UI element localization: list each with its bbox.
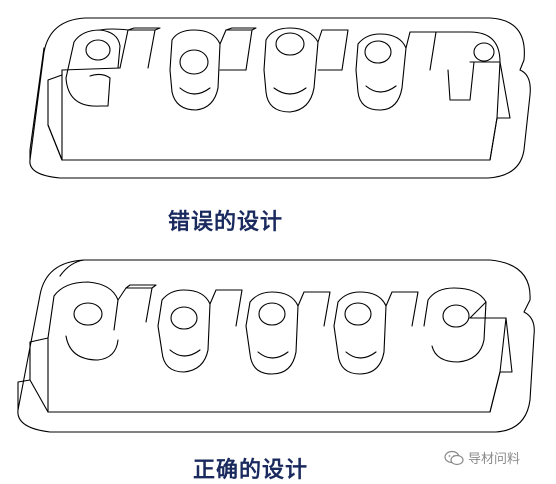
right-end-boss xyxy=(423,287,487,363)
base-front-edge xyxy=(29,47,45,161)
boss-3 xyxy=(333,291,387,375)
boss-1-hole xyxy=(170,306,198,330)
boss-1 xyxy=(169,29,221,111)
cavity-left-wall xyxy=(47,74,63,161)
cavity-floor xyxy=(47,371,501,413)
wechat-icon xyxy=(444,450,464,465)
boss-3 xyxy=(355,33,407,111)
cavity-right-wall xyxy=(469,317,513,413)
boss-3-hole xyxy=(344,302,372,326)
watermark-text: 导材问料 xyxy=(468,452,521,467)
right-end-boss xyxy=(435,31,501,63)
base-front-edge xyxy=(17,379,31,411)
caption-correct-design: 正确的设计 xyxy=(193,458,309,483)
part-correct-design xyxy=(17,259,535,433)
boss-1 xyxy=(157,289,211,373)
base-plate-outline xyxy=(17,259,535,433)
watermark: 导材问料 xyxy=(444,448,520,467)
right-hole xyxy=(473,42,495,62)
cavity-floor xyxy=(61,117,498,161)
boss-2-hole xyxy=(258,302,286,326)
boss-3-hole xyxy=(364,40,392,64)
boss-1-hole xyxy=(179,49,209,75)
right-hole xyxy=(442,304,470,328)
boss-2-hole xyxy=(275,32,305,56)
part-wrong-design xyxy=(29,17,531,179)
boss-2 xyxy=(263,27,319,113)
caption-wrong-design: 错误的设计 xyxy=(168,210,284,235)
left-end-boss xyxy=(65,29,121,79)
base-plate-outline xyxy=(29,17,531,179)
left-hole xyxy=(73,302,103,326)
cavity-right-wall xyxy=(469,61,511,161)
cavity-left-wall xyxy=(29,337,49,413)
back-rib xyxy=(119,29,156,69)
left-end-boss xyxy=(47,281,119,339)
left-hole xyxy=(85,39,111,61)
boss-2 xyxy=(245,291,299,375)
back-rib xyxy=(117,287,153,323)
